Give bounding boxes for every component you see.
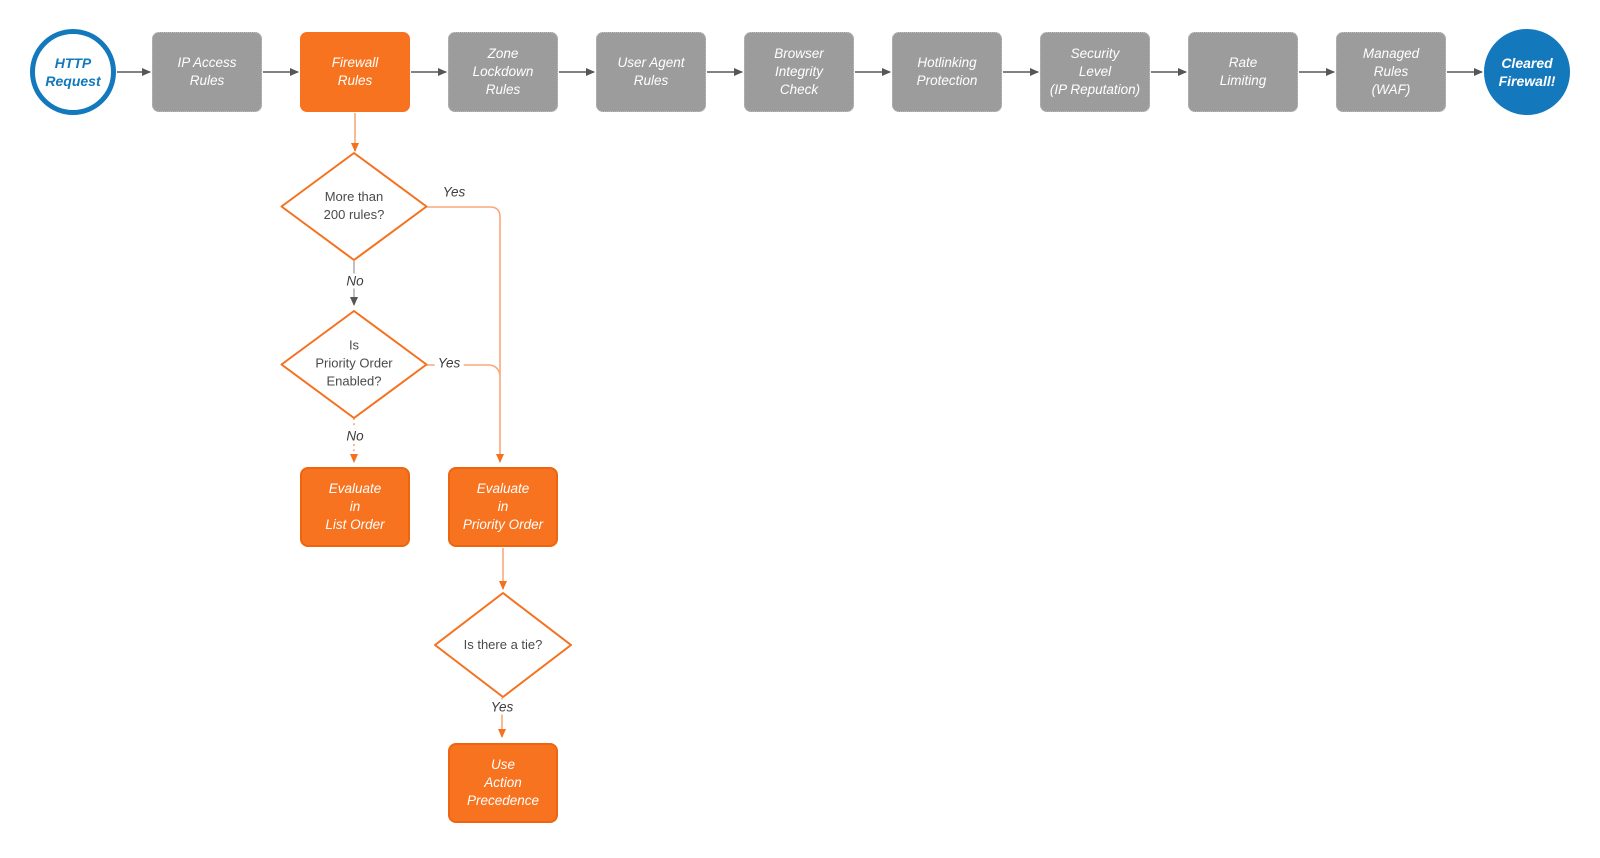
edge-label-decision1-no: No [343,273,367,289]
stage-hotlinking-protection: Hotlinking Protection [892,32,1002,112]
decision1-label: More than 200 rules? [323,188,385,222]
edge-label-decision2-yes: Yes [434,355,464,371]
stage-firewall-rules: Firewall Rules [300,32,410,112]
stage-browser-integrity-check: Browser Integrity Check [744,32,854,112]
decision3-diamond [434,592,572,698]
start-node-http-request: HTTP Request [30,29,116,115]
action-use-action-precedence: Use Action Precedence [448,743,558,823]
stage-ip-access-rules: IP Access Rules [152,32,262,112]
action-evaluate-list-order: Evaluate in List Order [300,467,410,547]
edge-label-decision2-no: No [343,428,367,444]
decision3-label: Is there a tie? [463,636,543,652]
decision2-label: Is Priority Order Enabled? [315,337,393,390]
connector-decision1-yes-to-priority-order [426,206,504,463]
edge-label-decision3-yes: Yes [487,699,517,715]
decision2-diamond [280,310,428,419]
stage-rate-limiting: Rate Limiting [1188,32,1298,112]
stage-user-agent-rules: User Agent Rules [596,32,706,112]
edge-label-decision1-yes: Yes [439,184,469,200]
stage-managed-rules-waf: Managed Rules (WAF) [1336,32,1446,112]
stage-security-level: Security Level (IP Reputation) [1040,32,1150,112]
decision1-diamond [280,152,428,261]
connector-decision2-yes-join [426,364,501,376]
stage-zone-lockdown-rules: Zone Lockdown Rules [448,32,558,112]
end-node-cleared-firewall: Cleared Firewall! [1484,29,1570,115]
action-evaluate-priority-order: Evaluate in Priority Order [448,467,558,547]
